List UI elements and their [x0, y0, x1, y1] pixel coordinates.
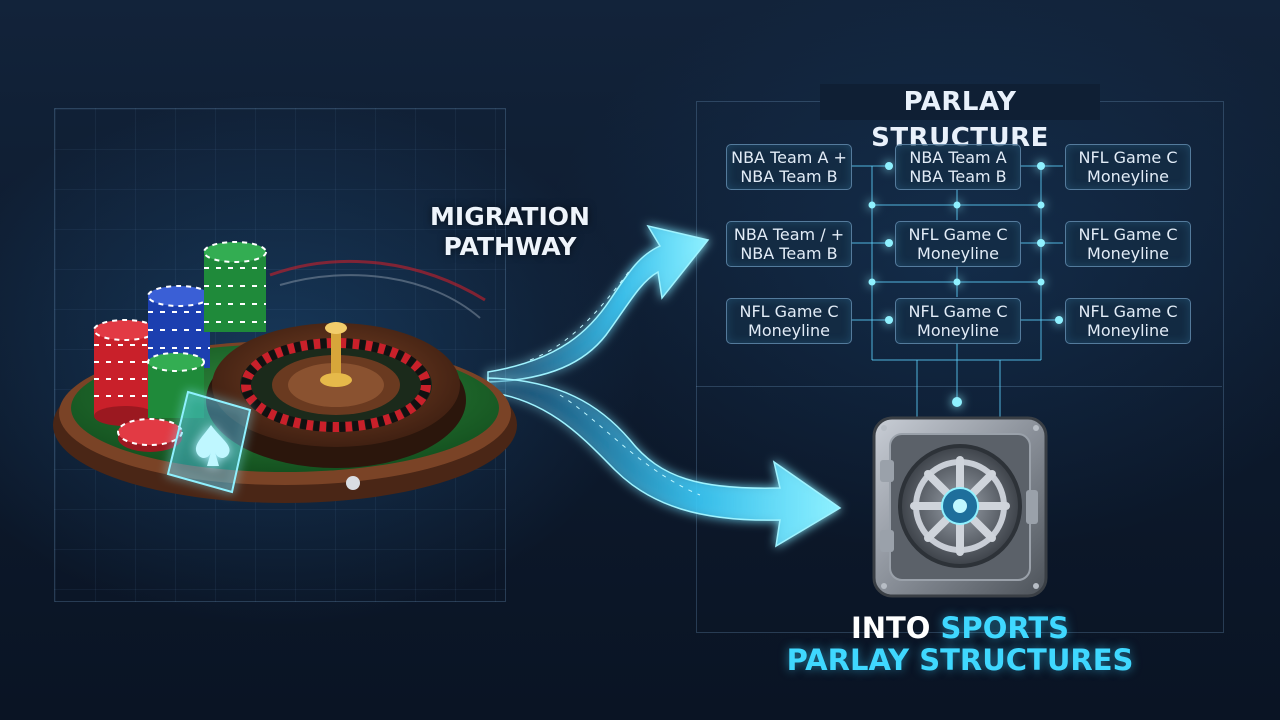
leg-line1: NFL Game C	[1078, 225, 1178, 244]
parlay-structure-title: PARLAY STRUCTURE	[820, 84, 1100, 153]
parlay-leg: NBA Team A + NBA Team B	[726, 144, 852, 190]
parlay-leg: NFL Game C Moneyline	[895, 298, 1021, 344]
caption-line1: INTO SPORTS	[770, 612, 1150, 644]
leg-line1: NFL Game C	[739, 302, 839, 321]
caption-sports: SPORTS	[940, 611, 1070, 645]
parlay-leg: NBA Team A NBA Team B	[895, 144, 1021, 190]
migration-arrow-upper	[487, 224, 710, 383]
parlay-panel-divider	[696, 386, 1222, 387]
parlay-leg: NFL Game C Moneyline	[1065, 144, 1191, 190]
leg-line2: Moneyline	[917, 244, 999, 263]
leg-line1: NBA Team A	[909, 148, 1007, 167]
sports-parlay-caption: INTO SPORTS PARLAY STRUCTURES	[770, 612, 1150, 676]
leg-line2: NBA Team B	[740, 244, 838, 263]
chip-single-red	[117, 418, 183, 452]
vault-icon	[872, 416, 1048, 598]
leg-line1: NBA Team A +	[731, 148, 847, 167]
leg-line2: NBA Team B	[740, 167, 838, 186]
chip-stack-red	[93, 319, 157, 426]
caption-into: INTO	[850, 611, 931, 645]
leg-line2: Moneyline	[748, 321, 830, 340]
leg-line1: NBA Team / +	[733, 225, 845, 244]
leg-line2: Moneyline	[1087, 167, 1169, 186]
parlay-leg: NBA Team / + NBA Team B	[726, 221, 852, 267]
leg-line1: NFL Game C	[1078, 302, 1178, 321]
parlay-leg: NFL Game C Moneyline	[1065, 221, 1191, 267]
parlay-leg: NFL Game C Moneyline	[895, 221, 1021, 267]
connector-nodes	[868, 162, 1063, 407]
ace-of-spades-icon	[166, 390, 252, 494]
parlay-leg: NFL Game C Moneyline	[726, 298, 852, 344]
leg-line1: NFL Game C	[1078, 148, 1178, 167]
parlay-leg: NFL Game C Moneyline	[1065, 298, 1191, 344]
leg-line1: NFL Game C	[908, 302, 1008, 321]
migration-label-line2: PATHWAY	[443, 232, 577, 261]
migration-pathway-label: MIGRATION PATHWAY	[420, 202, 600, 262]
caption-parlay-structures: PARLAY STRUCTURES	[786, 643, 1134, 677]
migration-label-line1: MIGRATION	[430, 202, 590, 231]
leg-line1: NFL Game C	[908, 225, 1008, 244]
migration-arrow-lower	[487, 377, 842, 548]
leg-line2: Moneyline	[917, 321, 999, 340]
leg-line2: Moneyline	[1087, 321, 1169, 340]
leg-line2: NBA Team B	[909, 167, 1007, 186]
leg-line2: Moneyline	[1087, 244, 1169, 263]
